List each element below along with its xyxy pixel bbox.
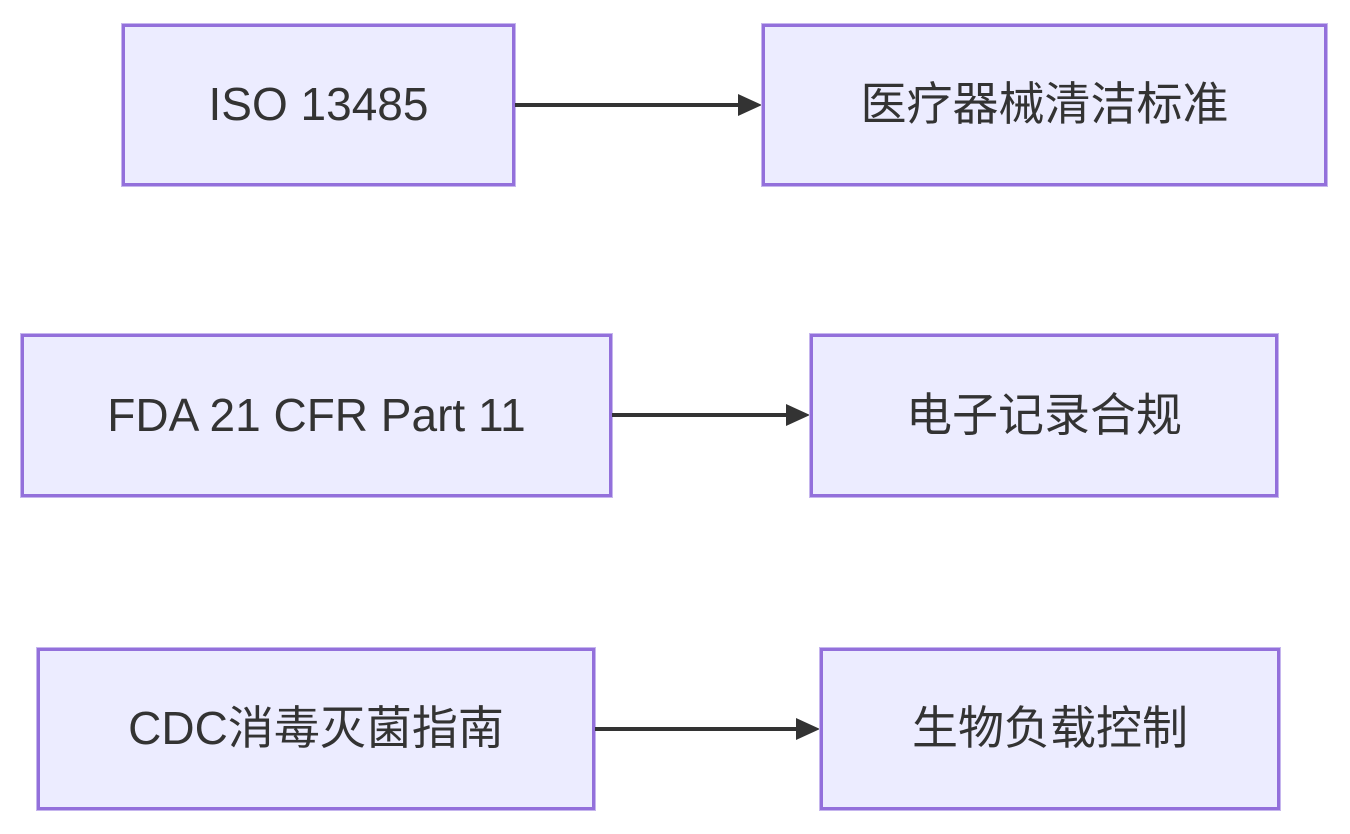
node-electronic-records-compliance: 电子记录合规 [809, 333, 1279, 498]
arrowhead-icon [786, 404, 810, 426]
node-label: 医疗器械清洁标准 [860, 78, 1229, 131]
arrow-line [515, 103, 744, 107]
node-cdc-disinfection-sterilization-guideline: CDC消毒灭菌指南 [36, 647, 596, 811]
node-label: FDA 21 CFR Part 11 [107, 388, 526, 441]
node-label: 生物负载控制 [912, 702, 1188, 755]
node-label: ISO 13485 [208, 78, 429, 131]
node-label: 电子记录合规 [906, 388, 1182, 441]
arrowhead-icon [738, 94, 762, 116]
node-bioburden-control: 生物负载控制 [819, 647, 1281, 811]
arrow-line [612, 413, 792, 417]
node-label: CDC消毒灭菌指南 [128, 702, 504, 755]
arrow-row3 [595, 717, 820, 741]
arrowhead-icon [796, 718, 820, 740]
arrow-row1 [515, 93, 762, 117]
node-fda-21-cfr-part-11: FDA 21 CFR Part 11 [20, 333, 613, 498]
node-iso-13485: ISO 13485 [121, 23, 516, 187]
arrow-line [595, 727, 802, 731]
node-medical-device-cleaning-standard: 医疗器械清洁标准 [761, 23, 1328, 187]
arrow-row2 [612, 403, 810, 427]
